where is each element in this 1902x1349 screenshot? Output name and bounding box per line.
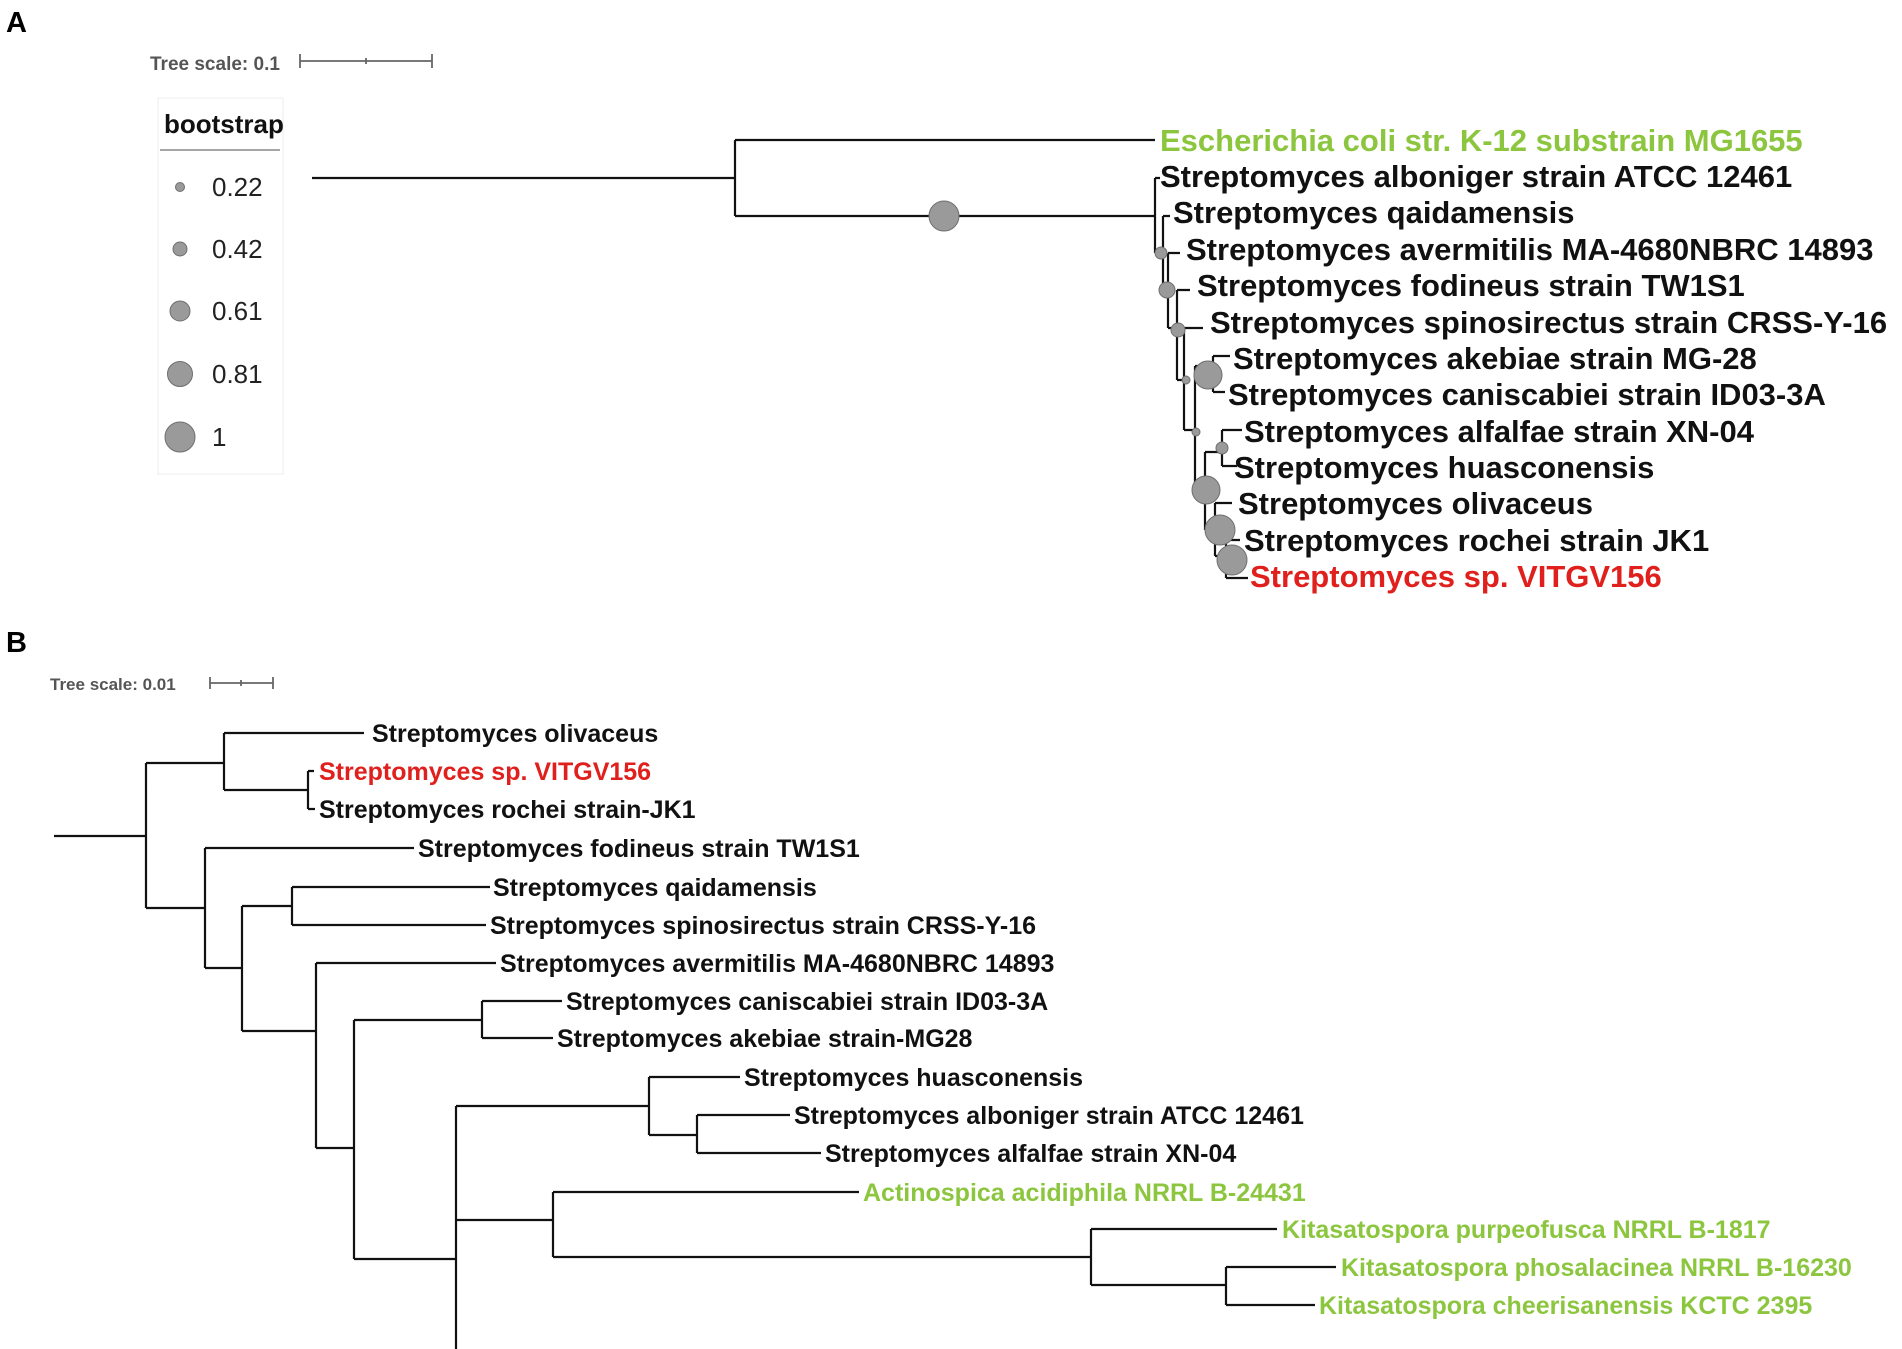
legend-marker-1 (175, 182, 185, 192)
bootstrap-node (1191, 427, 1201, 437)
panel-b-tip-label: Streptomyces alfalfae strain XN-04 (825, 1140, 1236, 1168)
legend-marker-2 (172, 241, 188, 257)
panel-a-tip-label: Escherichia coli str. K-12 substrain MG1… (1160, 123, 1803, 158)
panel-a-tip-label: Streptomyces rochei strain JK1 (1244, 523, 1709, 558)
bootstrap-node (1191, 475, 1221, 505)
panel-a-bootstrap-nodes (928, 200, 1248, 576)
panel-b-tip-label: Streptomyces sp. VITGV156 (319, 758, 651, 786)
bootstrap-node (1181, 375, 1191, 385)
panel-b-tip-label: Streptomyces olivaceus (372, 720, 658, 748)
panel-b-branches-lower (456, 1075, 1336, 1307)
legend-title: bootstrap (164, 109, 284, 139)
panel-a-label: A (6, 7, 27, 39)
bootstrap-node (1154, 246, 1168, 260)
panel-b-tip-label: Kitasatospora cheerisanensis KCTC 2395 (1319, 1292, 1812, 1320)
panel-a-scale-bar: Tree scale: 0.1 (150, 54, 433, 75)
panel-b-label: B (6, 627, 27, 659)
panel-b-tree (54, 731, 1336, 1349)
panel-b-tip-label: Streptomyces caniscabiei strain ID03-3A (566, 988, 1048, 1016)
legend-item-5: 1 (164, 421, 226, 453)
panel-a-tip-labels: Escherichia coli str. K-12 substrain MG1… (1160, 123, 1887, 594)
panel-a-scale-label: Tree scale: 0.1 (150, 54, 280, 75)
panel-b-tip-label: Streptomyces spinosirectus strain CRSS-Y… (490, 912, 1036, 940)
bootstrap-node (1204, 514, 1236, 546)
panel-b: B Tree scale: 0.01 Streptomyces olivaceu… (6, 627, 1852, 1349)
panel-a-tip-label: Streptomyces avermitilis MA-4680NBRC 148… (1186, 232, 1873, 267)
panel-b-tip-labels: Streptomyces olivaceus Streptomyces sp. … (319, 720, 1852, 1320)
panel-b-tip-label: Streptomyces akebiae strain-MG28 (557, 1025, 973, 1053)
panel-a-tip-label: Streptomyces alfalfae strain XN-04 (1244, 414, 1755, 449)
legend-marker-5 (164, 421, 196, 453)
panel-a-tip-label: Streptomyces huasconensis (1234, 450, 1654, 485)
bootstrap-legend: bootstrap 0.22 0.42 0.61 0.81 1 (157, 97, 284, 475)
panel-a-tip-label: Streptomyces akebiae strain MG-28 (1233, 341, 1757, 376)
legend-marker-3 (169, 300, 191, 322)
panel-a-tip-label: Streptomyces qaidamensis (1173, 195, 1574, 230)
panel-b-scale-bar: Tree scale: 0.01 (50, 675, 274, 694)
legend-item-2: 0.42 (172, 234, 263, 264)
panel-b-tip-label: Streptomyces fodineus strain TW1S1 (418, 835, 860, 863)
bootstrap-node (1216, 544, 1248, 576)
panel-b-tip-label: Kitasatospora phosalacinea NRRL B-16230 (1341, 1254, 1852, 1282)
panel-b-tip-label: Actinospica acidiphila NRRL B-24431 (863, 1179, 1306, 1207)
bootstrap-node (1215, 441, 1229, 455)
panel-a-tip-label: Streptomyces caniscabiei strain ID03-3A (1228, 377, 1826, 412)
panel-a-tip-label: Streptomyces fodineus strain TW1S1 (1197, 268, 1745, 303)
panel-b-tip-label: Streptomyces alboniger strain ATCC 12461 (794, 1102, 1304, 1130)
bootstrap-node (1193, 360, 1223, 390)
panel-b-tip-label: Kitasatospora purpeofusca NRRL B-1817 (1282, 1216, 1771, 1244)
legend-label-4: 0.81 (212, 359, 263, 389)
panel-a-tip-label: Streptomyces spinosirectus strain CRSS-Y… (1210, 305, 1887, 340)
panel-b-tip-label: Streptomyces huasconensis (744, 1064, 1083, 1092)
panel-a-tip-label: Streptomyces sp. VITGV156 (1250, 559, 1662, 594)
panel-a-tip-label: Streptomyces alboniger strain ATCC 12461 (1160, 159, 1792, 194)
panel-a: A Tree scale: 0.1 bootstrap 0.22 0.42 (6, 7, 1887, 594)
panel-b-tip-label: Streptomyces qaidamensis (493, 874, 817, 902)
panel-a-tip-label: Streptomyces olivaceus (1238, 486, 1593, 521)
legend-label-5: 1 (212, 422, 226, 452)
legend-label-1: 0.22 (212, 172, 263, 202)
legend-label-2: 0.42 (212, 234, 263, 264)
panel-b-tip-label: Streptomyces rochei strain-JK1 (319, 796, 696, 824)
legend-item-3: 0.61 (169, 296, 263, 326)
legend-marker-4 (167, 361, 193, 387)
legend-item-4: 0.81 (167, 359, 263, 389)
panel-b-branches (54, 731, 562, 1349)
panel-b-tip-label: Streptomyces avermitilis MA-4680NBRC 148… (500, 950, 1054, 978)
legend-label-3: 0.61 (212, 296, 263, 326)
bootstrap-node (1158, 281, 1176, 299)
legend-item-1: 0.22 (175, 172, 263, 202)
bootstrap-node (1170, 322, 1186, 338)
bootstrap-node-main (928, 200, 960, 232)
panel-b-scale-label: Tree scale: 0.01 (50, 675, 176, 694)
